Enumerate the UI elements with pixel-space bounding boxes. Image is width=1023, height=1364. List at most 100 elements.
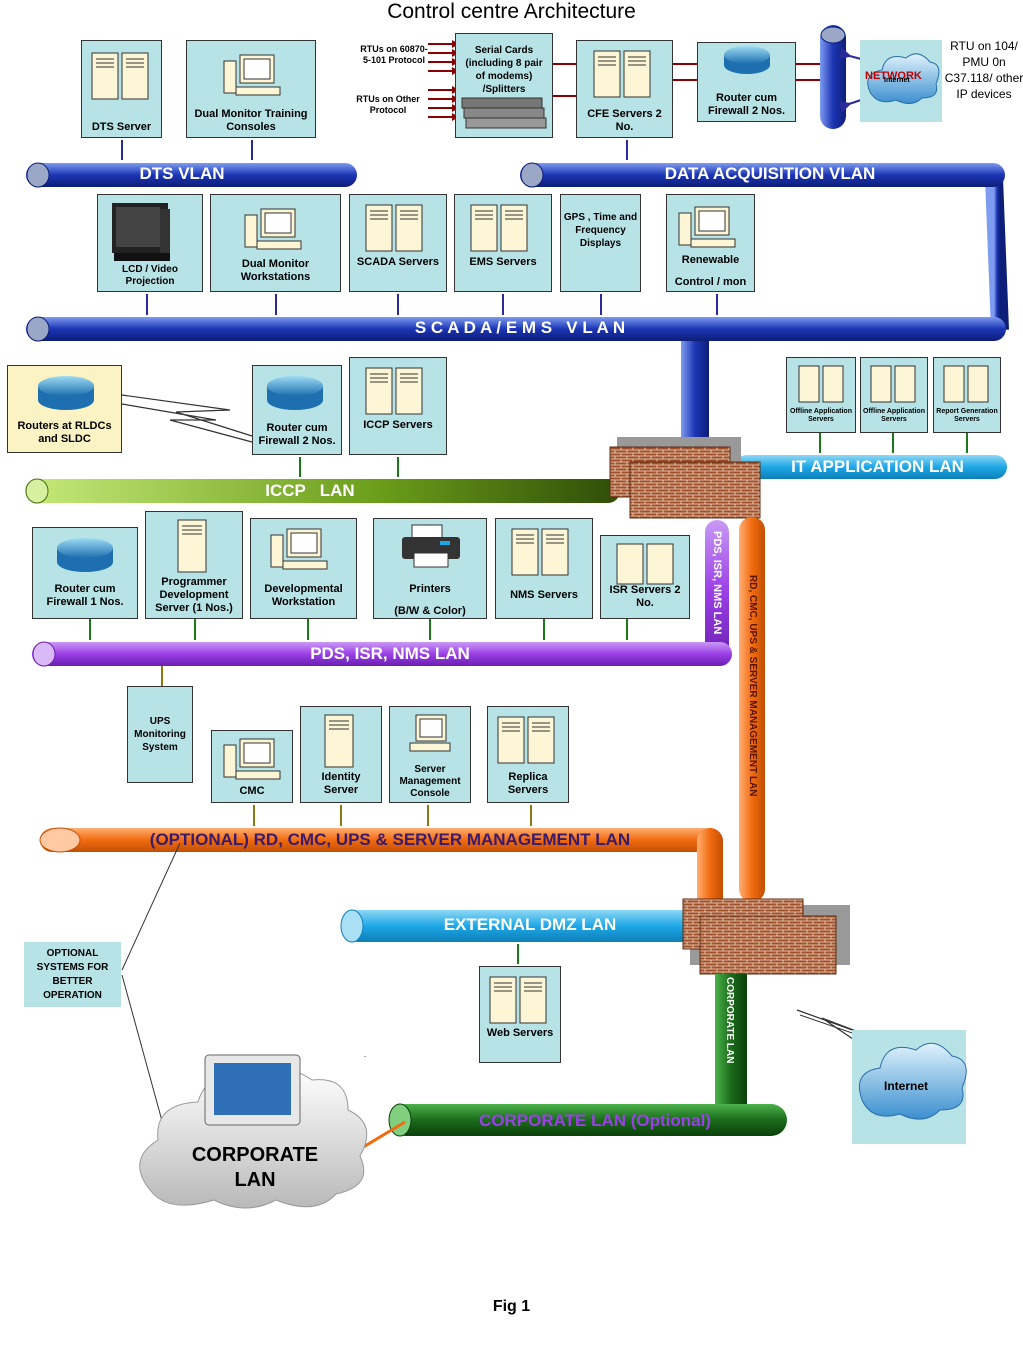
workstation-icon: [677, 203, 737, 251]
workstation-icon: [269, 525, 329, 573]
network-cloud: [860, 40, 942, 122]
scada-to-firewall-pipe: [681, 341, 709, 449]
nms-servers-node: NMS Servers: [495, 518, 593, 619]
server-icon: [176, 518, 210, 574]
corporate-lan-label: CORPORATE LAN: [191, 1144, 319, 1191]
identity-node: Identity Server: [300, 706, 382, 803]
offline-app-1-label: Offline Application Servers: [790, 408, 852, 423]
dev-ws-node: Developmental Workstation: [250, 518, 357, 619]
router-firewall-top-node: Router cum Firewall 2 Nos.: [697, 42, 796, 122]
iccp-servers-label: ICCP Servers: [363, 419, 433, 431]
cfe-servers-node: CFE Servers 2 No.: [576, 40, 673, 138]
server-mgmt-label: Server Management Console: [399, 764, 461, 799]
router-icon: [55, 534, 115, 574]
server-icon: [364, 201, 428, 253]
server-icon: [510, 525, 574, 577]
router-iccp-label: Router cum Firewall 2 Nos.: [258, 422, 336, 447]
ups-label: UPS Monitoring System: [134, 716, 186, 753]
external-dmz-pipe: [342, 910, 710, 942]
internet-label: Internet: [884, 1079, 929, 1093]
server-icon: [364, 364, 428, 416]
router-icon: [265, 372, 325, 412]
it-app-lan-label: IT APPLICATION LAN: [791, 457, 964, 476]
firewall-lower: [682, 898, 850, 975]
it-app-lan-pipe: [735, 455, 1007, 479]
dual-ws-label: Dual Monitor Workstations: [240, 258, 311, 283]
dts-server-label: DTS Server: [91, 121, 152, 133]
cfe-servers-label: CFE Servers 2 No.: [587, 108, 662, 133]
scada-servers-label: SCADA Servers: [356, 256, 440, 268]
router-fw1-node: Router cum Firewall 1 Nos.: [32, 527, 138, 619]
renewable-node: Renewable Control / mon: [666, 194, 755, 292]
server-icon: [869, 364, 919, 404]
isr-servers-node: ISR Servers 2 No.: [600, 535, 690, 619]
network-label: NETWORK: [865, 70, 922, 82]
printers-label: Printers: [409, 583, 451, 595]
workstation-icon: [404, 711, 454, 755]
programmer-label: Programmer Development Server (1 Nos.): [155, 576, 233, 614]
internet-link: [796, 1009, 881, 1053]
dev-ws-label: Developmental Workstation: [264, 583, 343, 608]
iccp-lan-pipe: [25, 479, 620, 503]
server-icon: [797, 364, 847, 404]
pds-lan-label: PDS, ISR, NMS LAN: [310, 644, 470, 663]
dts-vlan-pipe: [26, 163, 357, 187]
programmer-node: Programmer Development Server (1 Nos.): [145, 511, 243, 619]
rtu-input-arrows: [428, 43, 456, 118]
workstation-icon: [222, 735, 282, 783]
dts-vlan-label: DTS VLAN: [139, 164, 225, 183]
replica-node: Replica Servers: [487, 706, 569, 803]
routers-rldc-node: Routers at RLDCs and SLDC: [7, 365, 122, 453]
rd-vertical-label: RD, CMC, UPS & SERVER MANAGEMENT LAN: [747, 575, 758, 797]
ems-servers-label: EMS Servers: [469, 256, 537, 268]
router-icon: [36, 372, 96, 412]
router-iccp-node: Router cum Firewall 2 Nos.: [252, 365, 342, 455]
offline-app-1-node: Offline Application Servers: [786, 357, 856, 433]
data-acq-vlan-pipe: [520, 163, 1005, 187]
printers-node: Printers (B/W & Color): [373, 518, 487, 619]
gps-label: GPS , Time and Frequency Displays: [563, 212, 638, 249]
cmc-label: CMC: [239, 785, 265, 797]
iccp-servers-node: ICCP Servers: [349, 357, 447, 455]
pds-lan-pipe: [32, 642, 732, 666]
vlan-connectors: [89, 140, 968, 964]
pds-vertical-label: PDS, ISR, NMS LAN: [711, 531, 723, 635]
server-icon: [469, 201, 533, 253]
workstation-icon: [243, 205, 303, 253]
optional-systems-node: OPTIONAL SYSTEMS FOR BETTER OPERATION: [24, 942, 121, 1007]
router-firewall-top-label: Router cum Firewall 2 Nos.: [707, 92, 786, 117]
lcd-video-label: LCD / Video Projection: [122, 264, 178, 287]
scada-vlan-label: S C A D A / E M S V L A N: [414, 318, 626, 337]
serial-cards-label: Serial Cards (including 8 pair of modems…: [465, 45, 543, 95]
routers-rldc-label: Routers at RLDCs and SLDC: [17, 420, 112, 445]
server-icon: [615, 540, 679, 586]
web-servers-label: Web Servers: [486, 1027, 554, 1039]
iccp-lan-label: ICCP LAN: [265, 481, 355, 500]
dual-training-label: Dual Monitor Training Consoles: [194, 108, 308, 133]
report-gen-node: Report Generation Servers: [933, 357, 1001, 433]
workstation-icon: [222, 51, 282, 99]
printer-icon: [400, 523, 462, 571]
renewable-label: Renewable: [681, 254, 740, 266]
corporate-vertical-pipe: [715, 974, 747, 1106]
rtu-right-label: RTU on 104/ PMU 0n C37.118/ other IP dev…: [944, 39, 1023, 101]
optional-lan-label: (OPTIONAL) RD, CMC, UPS & SERVER MANAGEM…: [149, 830, 631, 849]
server-icon: [90, 49, 154, 101]
server-icon: [592, 47, 656, 99]
optional-lan-down-pipe: [697, 828, 723, 912]
projection-icon: [110, 201, 176, 263]
dual-ws-node: Dual Monitor Workstations: [210, 194, 341, 292]
optional-lan-pipe: [40, 828, 722, 852]
scada-loop-right: [985, 177, 1009, 331]
data-acq-vlan-label: DATA ACQUISITION VLAN: [664, 164, 876, 183]
web-servers-node: Web Servers: [479, 966, 561, 1063]
scada-vlan-pipe: [26, 317, 1006, 341]
printers-label-2: (B/W & Color): [394, 605, 466, 617]
modem-icon: [460, 94, 548, 130]
ems-servers-node: EMS Servers: [454, 194, 552, 292]
figure-caption: Fig 1: [492, 1298, 531, 1315]
scada-servers-node: SCADA Servers: [349, 194, 447, 292]
rtus-protocol-1: RTUs on 60870-5-101 Protocol: [360, 44, 428, 65]
